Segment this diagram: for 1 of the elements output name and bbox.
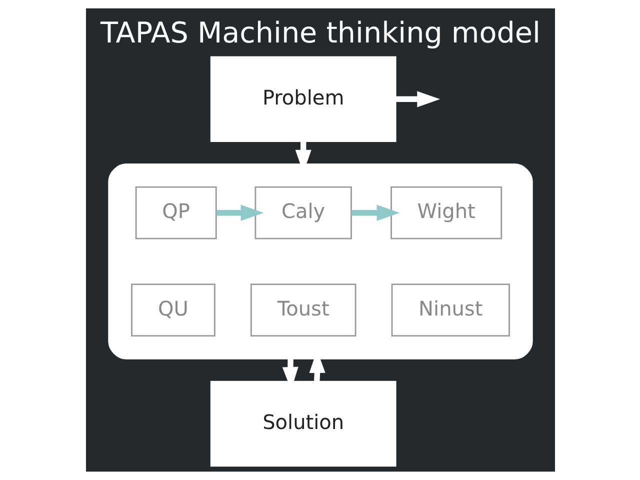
diagram-title: TAPAS Machine thinking model [100,16,540,50]
